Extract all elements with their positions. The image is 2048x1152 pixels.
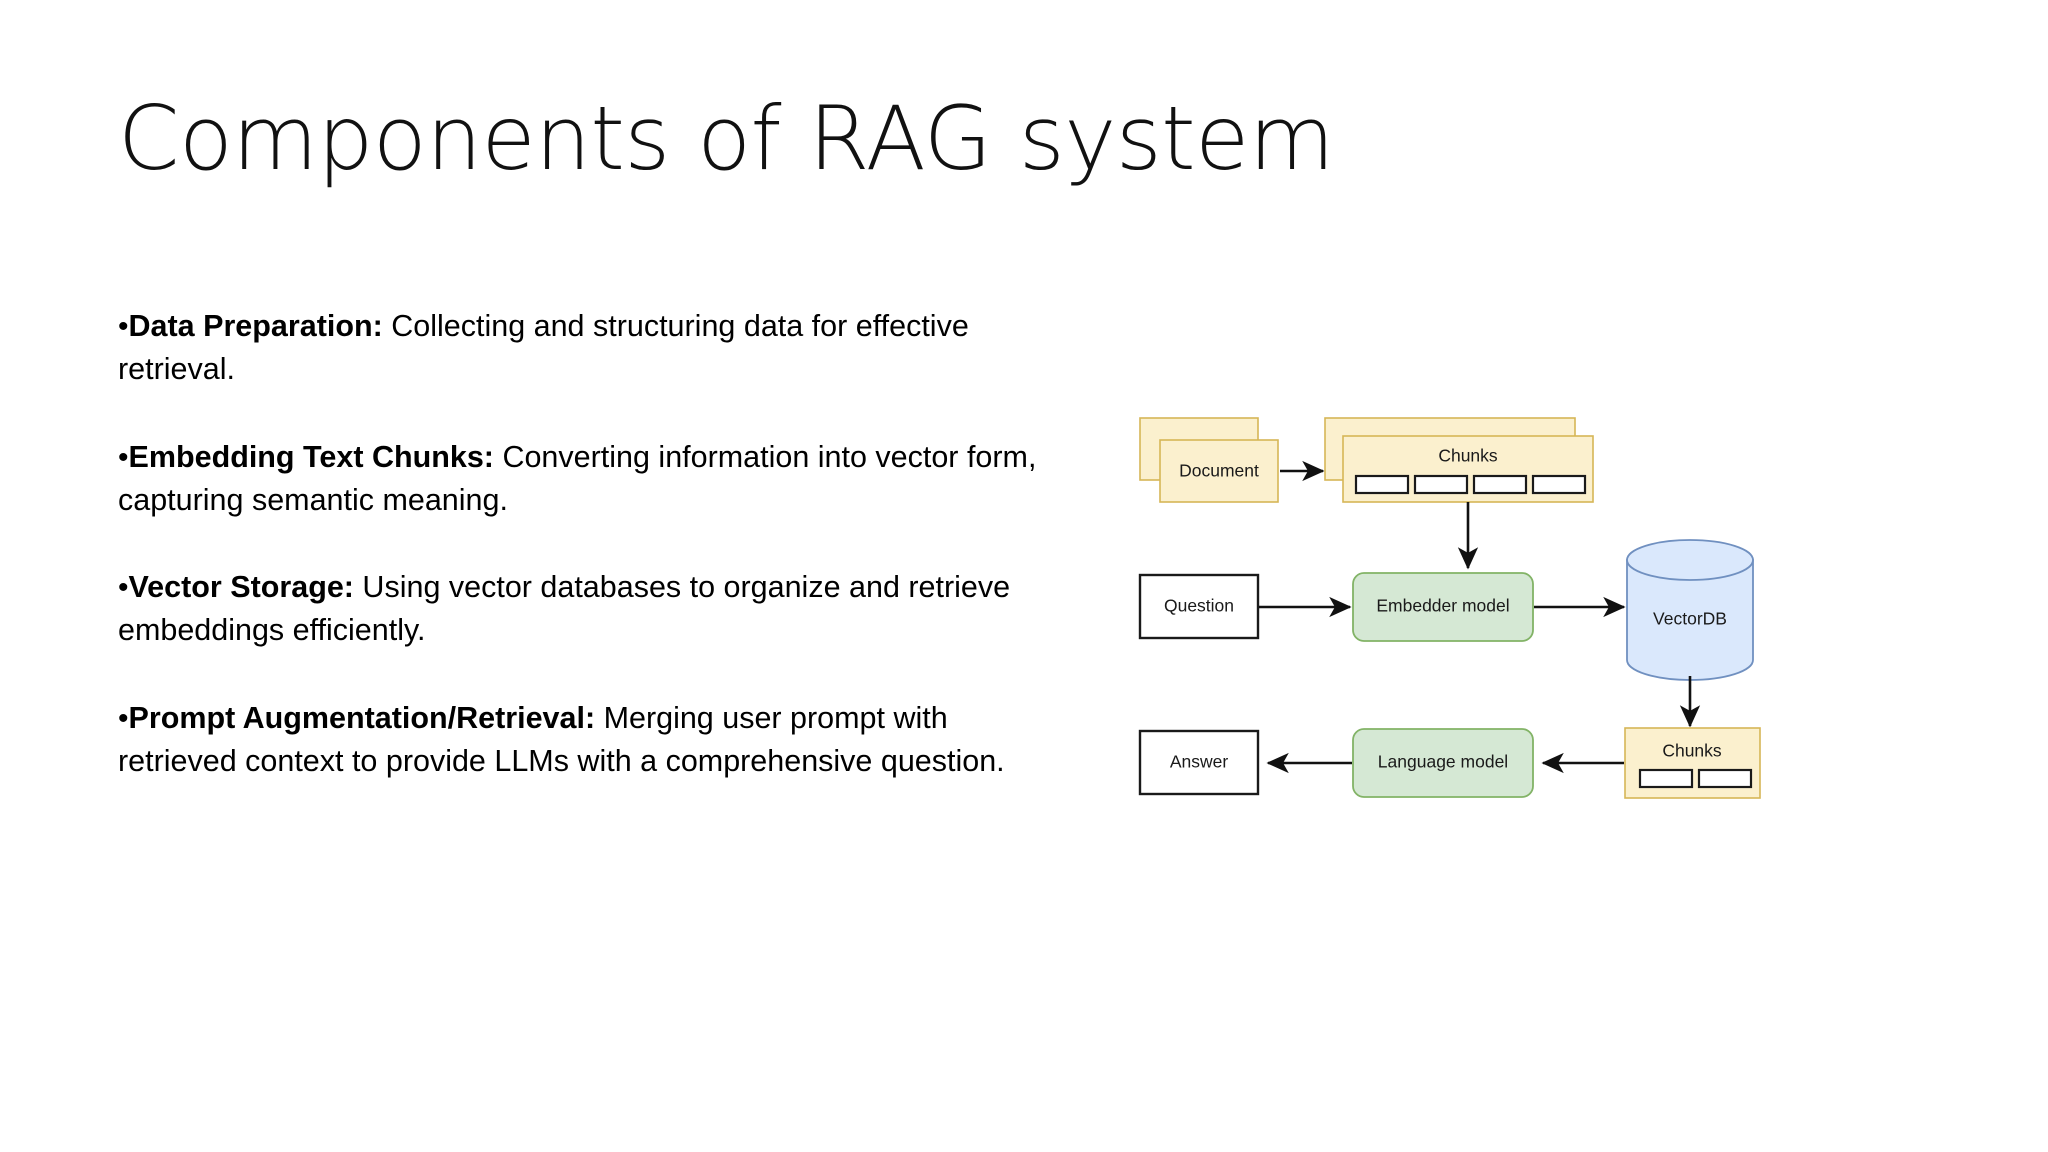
bullet-marker-icon: • xyxy=(118,571,129,605)
bullet-rest: Collecting and structuring data for effe… xyxy=(118,309,969,387)
list-item: •Embedding Text Chunks: Converting infor… xyxy=(118,436,1058,523)
question-label: Question xyxy=(1164,596,1234,616)
bullet-marker-icon: • xyxy=(118,440,129,474)
vectordb-label: VectorDB xyxy=(1653,609,1727,629)
language-model-box xyxy=(1352,728,1534,798)
chunks-top-label: Chunks xyxy=(1438,446,1498,466)
bullet-rest: Merging user prompt with retrieved conte… xyxy=(118,700,1005,779)
bullet-list: •Data Preparation: Collecting and struct… xyxy=(118,305,1058,783)
list-item: •Data Preparation: Collecting and struct… xyxy=(118,305,1058,392)
diagram-node-chunks-top: Chunks xyxy=(1324,417,1594,503)
document-label: Document xyxy=(1179,461,1259,481)
vectordb-top-ellipse xyxy=(1626,539,1754,581)
question-box xyxy=(1138,573,1260,640)
page-title: Components of RAG system xyxy=(118,87,1335,190)
embedder-model-label: Embedder model xyxy=(1376,596,1509,616)
diagram-node-vector-db: VectorDB xyxy=(1626,539,1754,681)
chunk-slot xyxy=(1413,474,1469,495)
bullet-lead: Data Preparation: xyxy=(128,309,383,343)
answer-box xyxy=(1138,729,1260,796)
bullet-lead: Embedding Text Chunks: xyxy=(128,439,494,474)
diagram-node-chunks-bottom: Chunks xyxy=(1624,727,1761,799)
diagram-node-language-model: Language model xyxy=(1352,728,1534,798)
answer-label: Answer xyxy=(1170,752,1229,772)
document-front-card xyxy=(1159,439,1279,503)
diagram-node-question: Question xyxy=(1138,573,1260,640)
chunk-slot xyxy=(1638,768,1694,789)
embedder-model-box xyxy=(1352,572,1534,642)
vectordb-body xyxy=(1626,559,1754,681)
chunks-bottom-label: Chunks xyxy=(1662,741,1722,761)
chunk-slot xyxy=(1472,474,1528,495)
list-item: •Vector Storage: Using vector databases … xyxy=(118,566,1058,653)
chunk-slot xyxy=(1531,474,1587,495)
diagram-node-answer: Answer xyxy=(1138,729,1260,796)
bullet-rest: Converting information into vector form,… xyxy=(118,439,1037,517)
bullet-marker-icon: • xyxy=(118,701,129,735)
diagram-node-document: Document xyxy=(1139,417,1279,503)
chunk-slot xyxy=(1697,768,1753,789)
list-item: •Prompt Augmentation/Retrieval: Merging … xyxy=(118,697,1058,784)
bullet-lead: Vector Storage: xyxy=(128,570,354,605)
diagram-node-embedder-model: Embedder model xyxy=(1352,572,1534,642)
bullet-lead: Prompt Augmentation/Retrieval: xyxy=(128,700,596,735)
chunk-slot xyxy=(1354,474,1410,495)
language-model-label: Language model xyxy=(1378,752,1508,772)
bullet-marker-icon: • xyxy=(118,310,129,343)
bullet-rest: Using vector databases to organize and r… xyxy=(118,570,1011,648)
rag-pipeline-diagram: Document Chunks Question xyxy=(1138,408,1940,888)
